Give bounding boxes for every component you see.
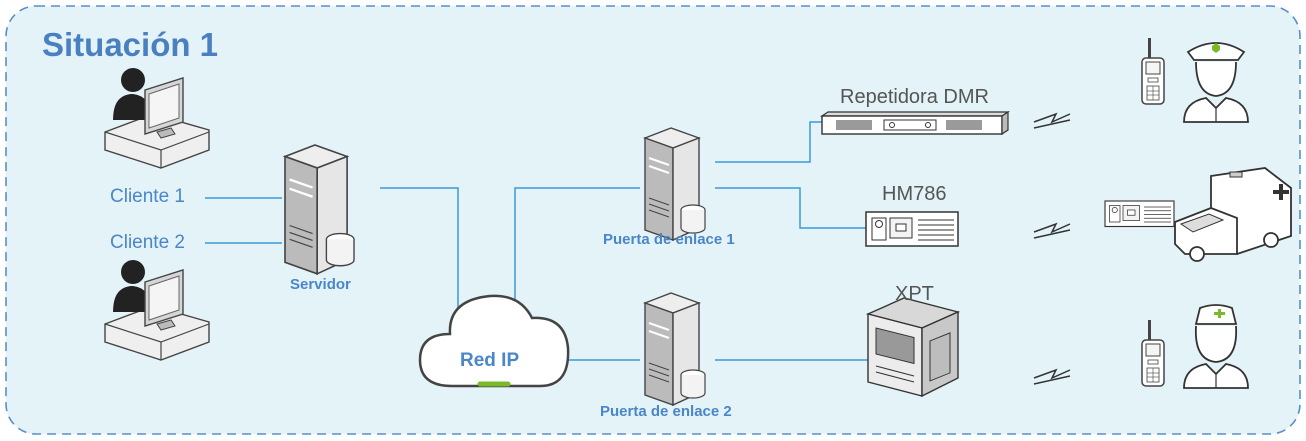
connection-lines — [205, 121, 868, 361]
client-2-label: Cliente 2 — [110, 232, 185, 253]
gateway-2-label: Puerta de enlace 2 — [600, 403, 732, 420]
cloud-icon — [418, 294, 570, 388]
ambulance-icon — [1174, 167, 1292, 262]
server-label: Servidor — [290, 276, 351, 293]
repeater-label: Repetidora DMR — [840, 86, 989, 108]
xpt-cabinet-icon — [865, 297, 961, 398]
mobile-radio-small-icon — [1104, 200, 1175, 228]
repeater-icon — [820, 110, 1010, 136]
xpt-label: XPT — [895, 283, 934, 305]
gateway-1-label: Puerta de enlace 1 — [603, 231, 735, 248]
nurse-icon — [1183, 304, 1249, 389]
server-tower-icon — [283, 143, 356, 275]
police-officer-icon — [1183, 42, 1249, 123]
scenario-title: Situación 1 — [42, 26, 219, 63]
gateway-2-server-icon — [644, 292, 706, 406]
gateway-1-server-icon — [644, 127, 706, 241]
client-1-label: Cliente 1 — [110, 186, 185, 207]
network-label: Red IP — [460, 350, 520, 371]
mobile-radio-label: HM786 — [882, 183, 947, 205]
mobile-radio-icon — [865, 211, 959, 247]
